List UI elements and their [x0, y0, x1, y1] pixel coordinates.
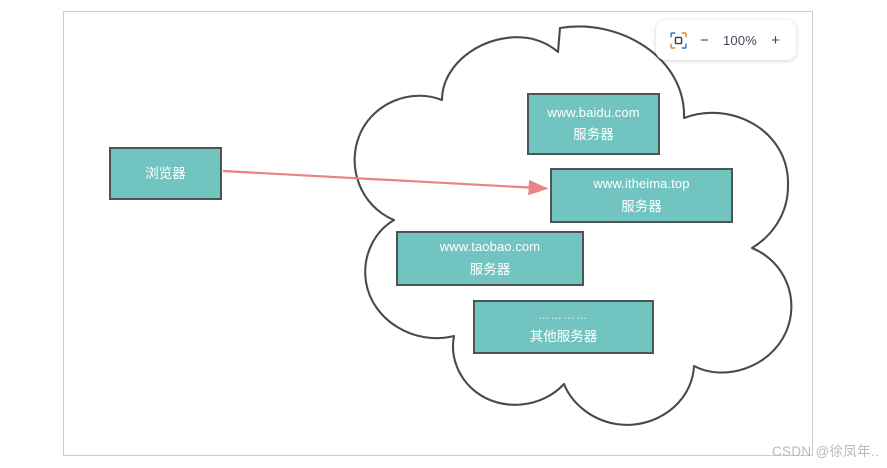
server-node-taobao-label: 服务器: [469, 261, 511, 277]
server-node-itheima-label: 服务器: [621, 198, 662, 214]
server-node-other-ellipsis: …………: [538, 310, 589, 323]
server-node-other[interactable]: ………… 其他服务器: [473, 300, 654, 354]
server-node-itheima-domain: www.itheima.top: [593, 176, 690, 192]
server-node-taobao[interactable]: www.taobao.com 服务器: [396, 231, 584, 286]
server-node-taobao-domain: www.taobao.com: [439, 239, 541, 255]
zoom-level-label[interactable]: 100%: [722, 32, 758, 48]
watermark: CSDN @徐凤年..: [771, 444, 879, 459]
browser-node-label: 浏览器: [145, 165, 186, 181]
zoom-toolbar[interactable]: − 100% +: [656, 20, 796, 60]
server-node-baidu-label: 服务器: [573, 127, 614, 143]
server-node-baidu[interactable]: www.baidu.com 服务器: [527, 93, 660, 155]
server-node-itheima[interactable]: www.itheima.top 服务器: [550, 168, 733, 223]
zoom-out-button[interactable]: −: [700, 31, 709, 49]
fit-to-view-icon[interactable]: [670, 31, 687, 49]
server-node-other-label: 其他服务器: [529, 328, 598, 344]
server-node-baidu-domain: www.baidu.com: [547, 104, 640, 120]
zoom-in-button[interactable]: +: [771, 31, 780, 49]
browser-node[interactable]: 浏览器: [109, 147, 222, 200]
